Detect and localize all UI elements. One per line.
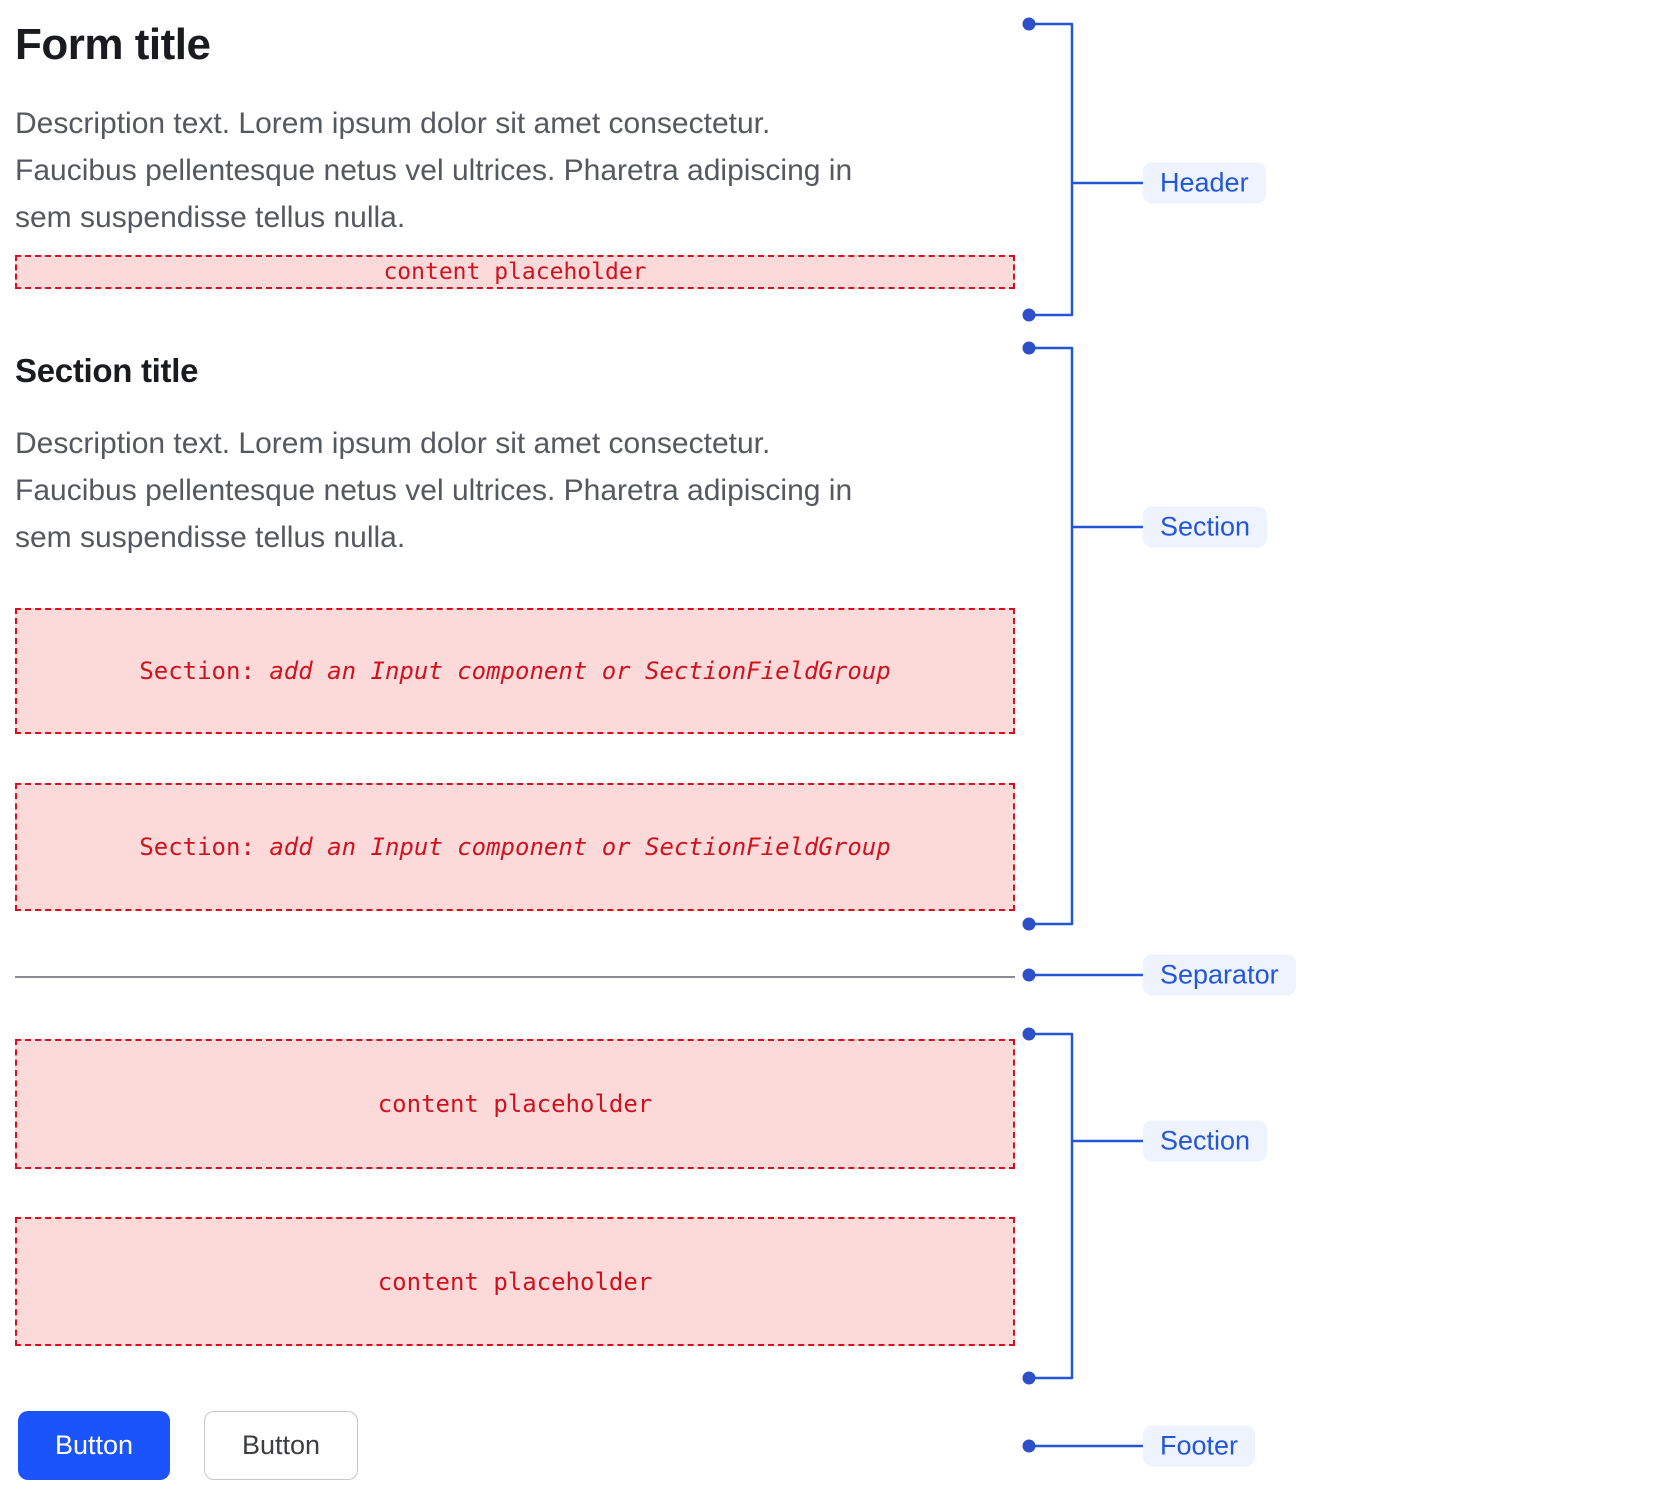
annotation-label-header: Header	[1143, 162, 1266, 204]
secondary-button[interactable]: Button	[204, 1411, 358, 1480]
annotation-label-section-2: Section	[1143, 1120, 1268, 1162]
connector-dot	[1022, 17, 1036, 31]
section-title: Section title	[15, 352, 199, 389]
form-description-line: sem suspendisse tellus nulla.	[15, 201, 406, 234]
annotation-label-footer: Footer	[1143, 1425, 1256, 1467]
header-bracket	[1029, 22, 1074, 317]
form-title: Form title	[15, 20, 211, 69]
separator-line	[15, 976, 1015, 978]
section-description-line: sem suspendisse tellus nulla.	[15, 521, 406, 554]
slot-text: add an Input component or SectionFieldGr…	[269, 657, 891, 685]
form-description-line: Description text. Lorem ipsum dolor sit …	[15, 107, 771, 140]
placeholder-label: content placeholder	[377, 1090, 653, 1118]
connector-dot	[1022, 1371, 1036, 1385]
section-input-slot: Section: add an Input component or Secti…	[15, 783, 1015, 911]
annotation-label-section-1: Section	[1143, 506, 1268, 548]
slot-prefix: Section:	[139, 657, 270, 685]
slot-text: add an Input component or SectionFieldGr…	[269, 833, 891, 861]
connector-dot	[1022, 917, 1036, 931]
section2-bracket	[1029, 1032, 1074, 1380]
placeholder-label: content placeholder	[377, 1267, 653, 1296]
section1-bracket	[1029, 346, 1074, 926]
placeholder-label: content placeholder	[383, 259, 647, 285]
header-content-placeholder: content placeholder	[15, 255, 1015, 289]
section-description-line: Faucibus pellentesque netus vel ultrices…	[15, 474, 853, 507]
section-description: Description text. Lorem ipsum dolor sit …	[15, 420, 975, 561]
connector-dot	[1022, 341, 1036, 355]
slot-prefix: Section:	[139, 833, 270, 861]
form-description-line: Faucibus pellentesque netus vel ultrices…	[15, 154, 853, 187]
section-description-line: Description text. Lorem ipsum dolor sit …	[15, 427, 771, 460]
connector-dot	[1022, 1027, 1036, 1041]
connector-dot	[1022, 1439, 1036, 1453]
connector-dot	[1022, 308, 1036, 322]
annotation-label-separator: Separator	[1143, 954, 1296, 996]
form-description: Description text. Lorem ipsum dolor sit …	[15, 100, 975, 241]
section2-content-placeholder: content placeholder	[15, 1217, 1015, 1346]
connector-dot	[1022, 968, 1036, 982]
section-input-slot: Section: add an Input component or Secti…	[15, 608, 1015, 734]
primary-button[interactable]: Button	[18, 1411, 170, 1480]
section2-content-placeholder: content placeholder	[15, 1039, 1015, 1169]
